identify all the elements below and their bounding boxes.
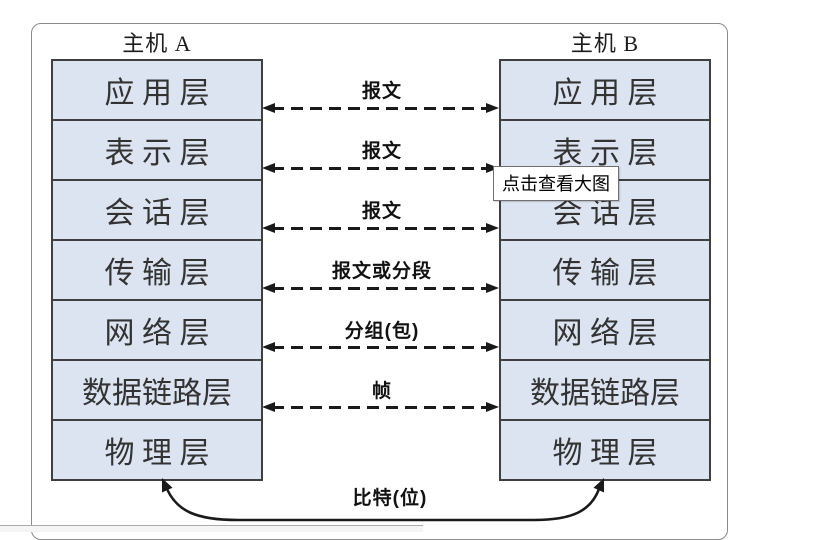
arrowhead-right-icon <box>486 283 499 293</box>
dashed-line <box>272 287 489 290</box>
host-b-title: 主机 B <box>570 31 640 56</box>
dashed-line <box>272 346 489 349</box>
arrowhead-right-icon <box>486 402 499 412</box>
layer-box-session-a: 会 话 层 <box>51 179 263 241</box>
arrowhead-left-icon <box>262 283 275 293</box>
page-element-below <box>0 525 423 532</box>
dashed-arrow-datalink <box>262 401 499 413</box>
dashed-arrow-network <box>262 341 499 353</box>
arrowhead-right-icon <box>486 103 499 113</box>
host-b-stack: 应 用 层 表 示 层 会 话 层 传 输 层 网 络 层 数据链路层 物 理 … <box>499 59 711 481</box>
layer-box-presentation-a: 表 示 层 <box>51 119 263 181</box>
arrowhead-right-icon <box>486 342 499 352</box>
arrowhead-left-icon <box>262 223 275 233</box>
layer-box-physical-b: 物 理 层 <box>499 419 711 481</box>
dashed-line <box>272 167 489 170</box>
arrowhead-left-icon <box>262 342 275 352</box>
layer-box-physical-a: 物 理 层 <box>51 419 263 481</box>
layer-box-network-b: 网 络 层 <box>499 299 711 361</box>
host-a-stack: 应 用 层 表 示 层 会 话 层 传 输 层 网 络 层 数据链路层 物 理 … <box>51 59 263 481</box>
arrow-label-packet: 分组(包) <box>344 321 420 342</box>
dashed-arrow-presentation <box>262 162 499 174</box>
layer-box-transport-b: 传 输 层 <box>499 239 711 301</box>
arrowhead-left-icon <box>262 402 275 412</box>
arrow-label-message-2: 报文 <box>361 141 402 162</box>
dashed-line <box>272 107 489 110</box>
host-a-title: 主机 A <box>122 31 192 56</box>
layer-box-network-a: 网 络 层 <box>51 299 263 361</box>
dashed-arrow-transport <box>262 282 499 294</box>
arrow-label-message-1: 报文 <box>361 81 402 102</box>
dashed-line <box>272 406 489 409</box>
dashed-arrow-application <box>262 102 499 114</box>
layer-box-transport-a: 传 输 层 <box>51 239 263 301</box>
layer-box-application-a: 应 用 层 <box>51 59 263 121</box>
arrow-label-segment: 报文或分段 <box>331 261 432 282</box>
arrowhead-left-icon <box>262 103 275 113</box>
layer-box-application-b: 应 用 层 <box>499 59 711 121</box>
layer-box-datalink-a: 数据链路层 <box>51 359 263 421</box>
dashed-line <box>272 227 489 230</box>
bits-label: 比特(位) <box>352 488 428 509</box>
layer-box-datalink-b: 数据链路层 <box>499 359 711 421</box>
arrowhead-left-icon <box>262 163 275 173</box>
arrow-label-message-3: 报文 <box>361 201 402 222</box>
tooltip: 点击查看大图 <box>493 166 619 201</box>
arrowhead-right-icon <box>486 223 499 233</box>
arrow-label-frame: 帧 <box>371 381 392 402</box>
arrowhead-right-icon <box>486 163 499 173</box>
dashed-arrow-session <box>262 222 499 234</box>
